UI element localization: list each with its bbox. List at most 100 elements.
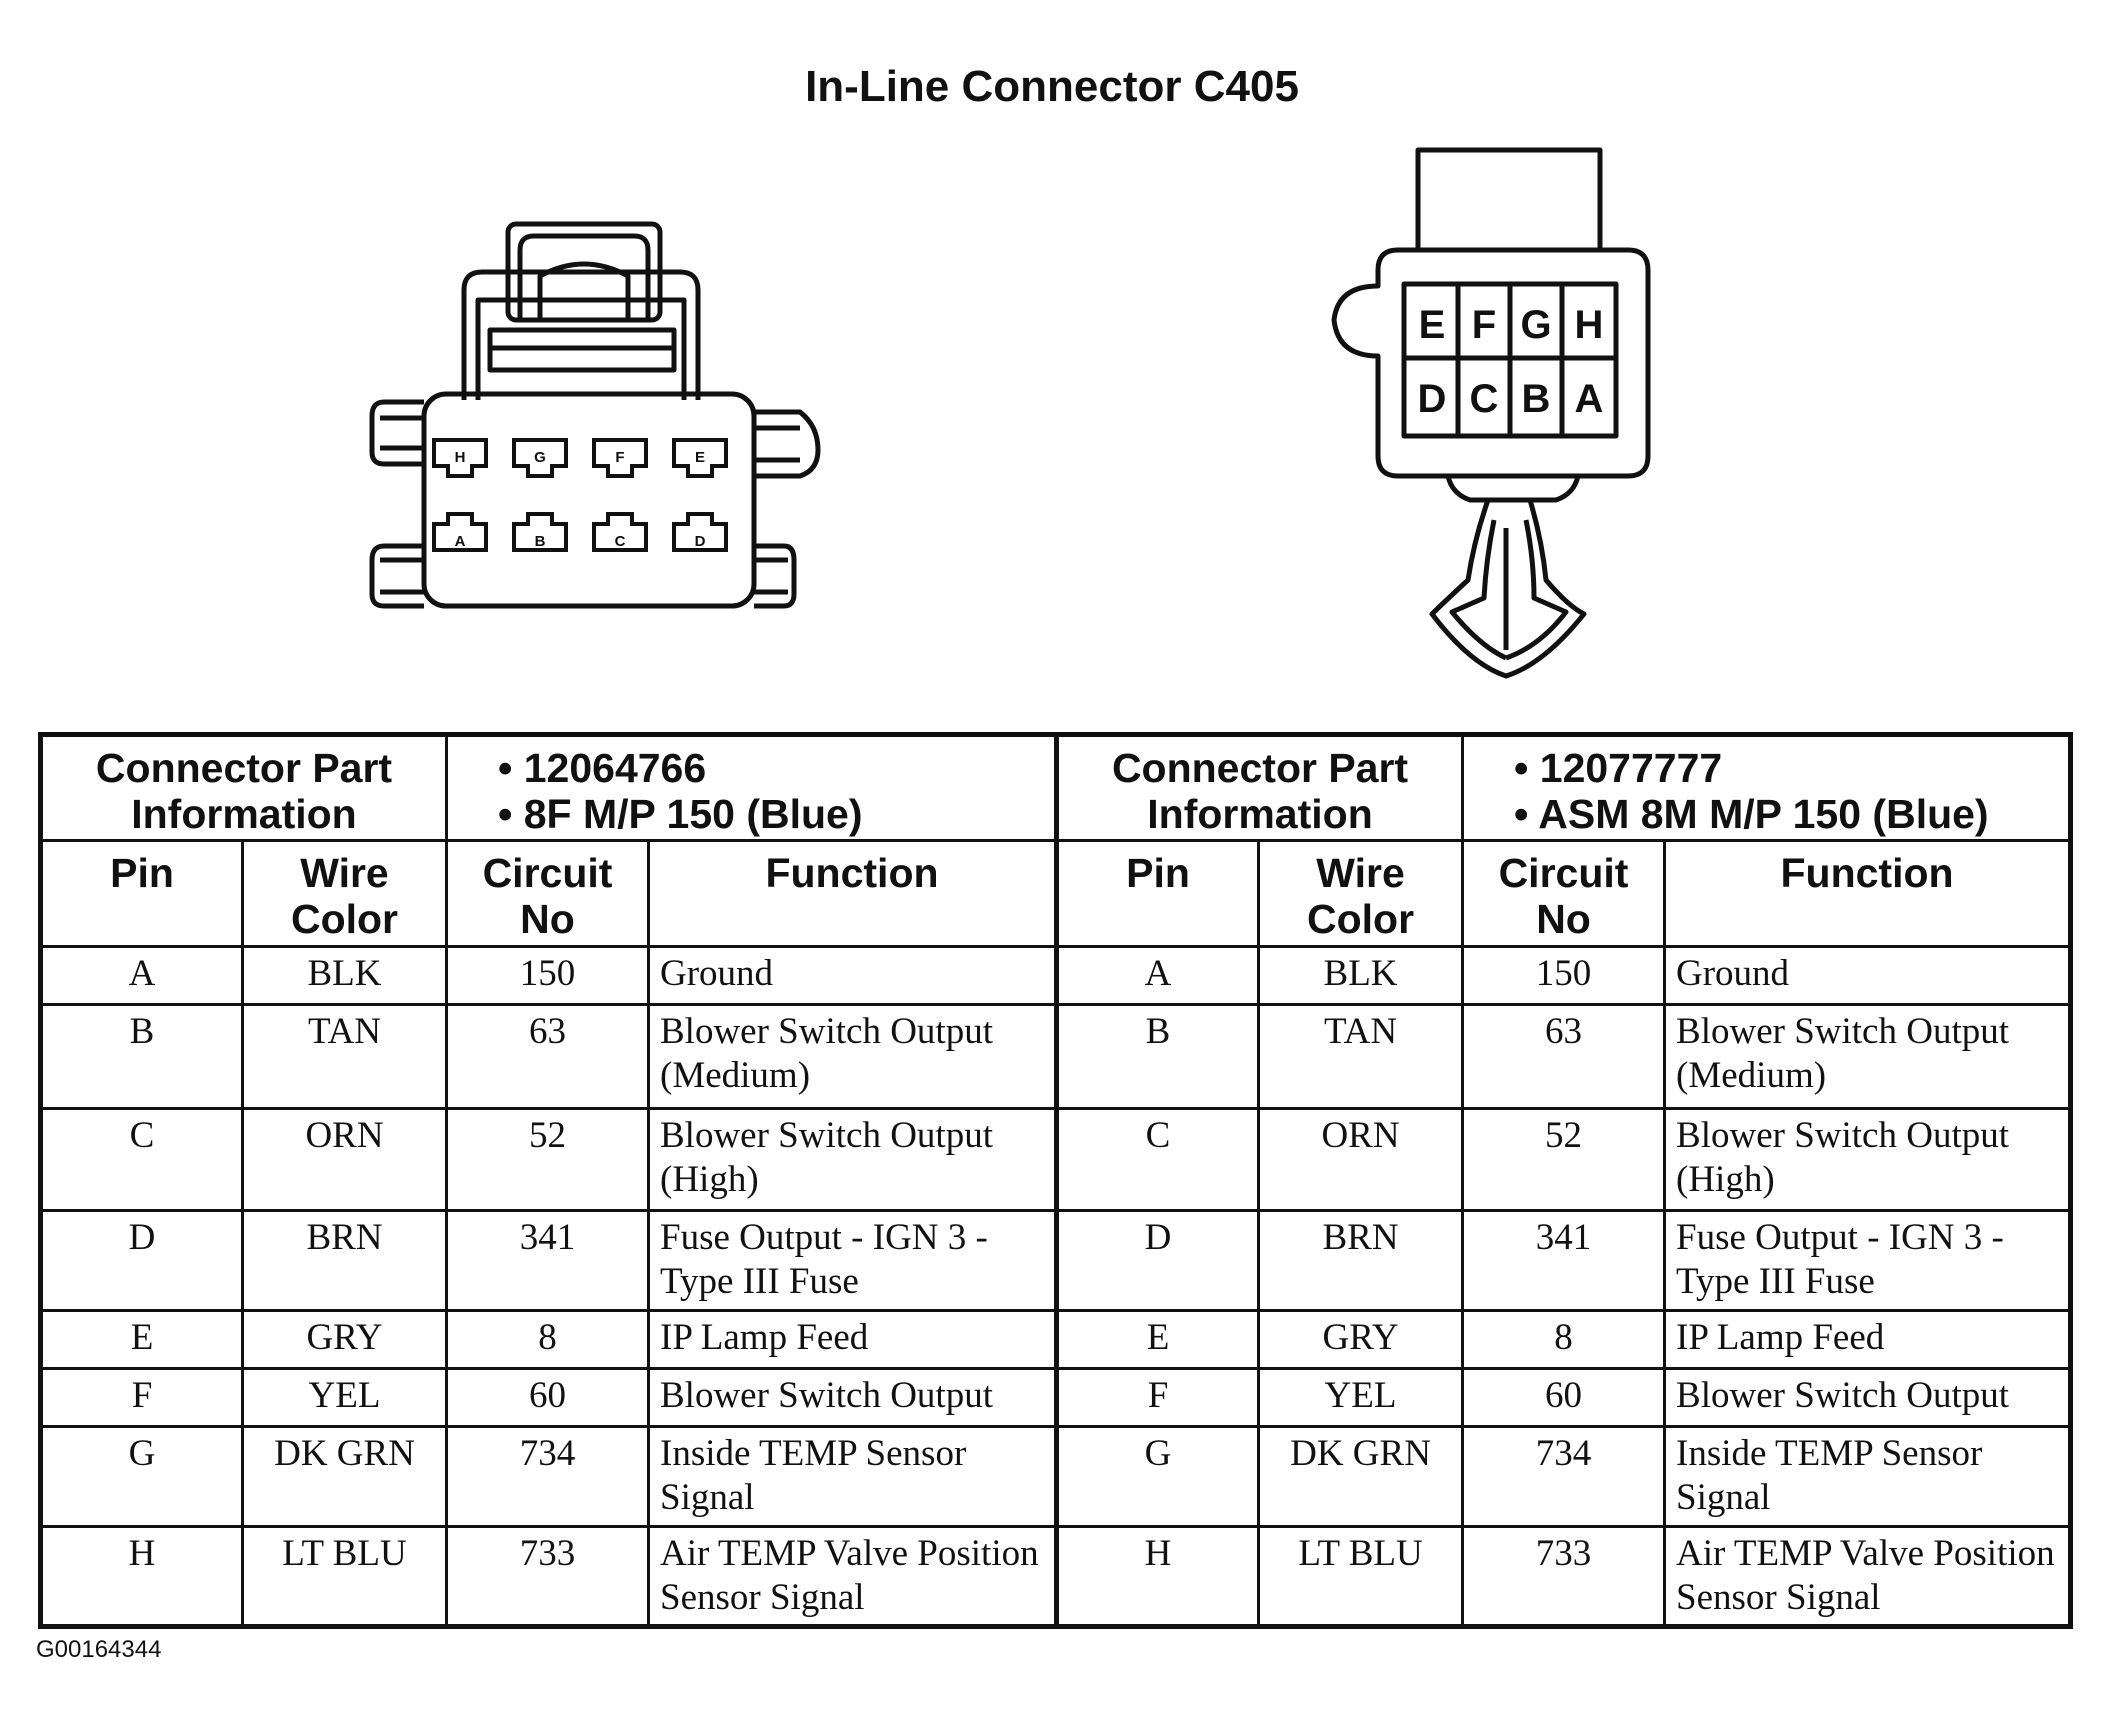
function-cell: Inside TEMP Sensor Signal	[1663, 1425, 2073, 1528]
circuit-cell: 63	[445, 1003, 650, 1110]
wire-color-cell: GRY	[1257, 1309, 1465, 1370]
female-pin-label: C	[615, 533, 626, 550]
figure-id: G00164344	[36, 1636, 162, 1663]
circuit-cell: 52	[1461, 1107, 1667, 1212]
wire-color-cell: ORN	[1257, 1107, 1465, 1212]
wire-color-cell: YEL	[1257, 1367, 1465, 1428]
table-row: D BRN 341 Fuse Output - IGN 3 - Type III…	[39, 1209, 2073, 1312]
male-pin-label: H	[1575, 303, 1604, 347]
wire-color-cell: DK GRN	[1257, 1425, 1465, 1528]
page-title: In-Line Connector C405	[805, 62, 1299, 111]
function-cell: Inside TEMP Sensor Signal	[646, 1425, 1060, 1528]
male-pin-label: D	[1418, 377, 1447, 421]
pin-cell: C	[1055, 1107, 1261, 1212]
col-header-function: Function	[646, 839, 1060, 948]
col-header-circuit: Circuit No	[445, 839, 650, 948]
wire-color-cell: DK GRN	[241, 1425, 448, 1528]
wire-color-cell: BLK	[241, 945, 448, 1006]
circuit-cell: 8	[1461, 1309, 1667, 1370]
male-pin-label: G	[1520, 303, 1551, 347]
male-pin-label: A	[1575, 377, 1604, 421]
circuit-cell: 150	[445, 945, 650, 1006]
wire-color-cell: TAN	[1257, 1003, 1465, 1110]
function-cell: Ground	[646, 945, 1060, 1006]
part-desc-left: • 8F M/P 150 (Blue)	[498, 791, 863, 837]
function-cell: IP Lamp Feed	[646, 1309, 1060, 1370]
function-cell: Ground	[1663, 945, 2073, 1006]
male-pin-label: E	[1419, 303, 1446, 347]
part-number-left: • 12064766	[498, 745, 707, 791]
pin-cell: D	[1055, 1209, 1261, 1312]
circuit-cell: 63	[1461, 1003, 1667, 1110]
part-desc-right: • ASM 8M M/P 150 (Blue)	[1514, 791, 1989, 837]
col-header-wire-color: Wire Color	[241, 839, 448, 948]
female-pin-label: E	[695, 449, 705, 466]
female-pin-label: D	[695, 533, 706, 550]
pin-cell: B	[39, 1003, 244, 1110]
female-connector-drawing	[369, 221, 821, 609]
function-cell: Air TEMP Valve Position Sensor Signal	[1663, 1525, 2073, 1628]
circuit-cell: 60	[1461, 1367, 1667, 1428]
male-pin-label: F	[1472, 303, 1496, 347]
male-connector-drawing	[1331, 147, 1651, 679]
table-row: A BLK 150 Ground A BLK 150 Ground	[39, 945, 2073, 1006]
column-header-row: Pin Wire Color Circuit No Function Pin W…	[39, 839, 2073, 948]
col-header-wire-color: Wire Color	[1257, 839, 1465, 948]
pin-cell: H	[1055, 1525, 1261, 1628]
function-cell: Fuse Output - IGN 3 - Type III Fuse	[646, 1209, 1060, 1312]
female-pin-label: B	[535, 533, 546, 550]
circuit-cell: 733	[445, 1525, 650, 1628]
pin-cell: H	[39, 1525, 244, 1628]
function-cell: Air TEMP Valve Position Sensor Signal	[646, 1525, 1060, 1628]
col-header-pin: Pin	[1055, 839, 1261, 948]
wire-color-cell: BRN	[1257, 1209, 1465, 1312]
circuit-cell: 150	[1461, 945, 1667, 1006]
female-pin-cavities	[432, 438, 728, 552]
table-row: F YEL 60 Blower Switch Output F YEL 60 B…	[39, 1367, 2073, 1428]
function-cell: Blower Switch Output (High)	[1663, 1107, 2073, 1212]
male-pin-label: C	[1470, 377, 1499, 421]
pin-cell: D	[39, 1209, 244, 1312]
wire-color-cell: YEL	[241, 1367, 448, 1428]
male-pin-label: B	[1522, 377, 1551, 421]
female-pin-label: F	[615, 449, 624, 466]
circuit-cell: 8	[445, 1309, 650, 1370]
function-cell: IP Lamp Feed	[1663, 1309, 2073, 1370]
circuit-cell: 60	[445, 1367, 650, 1428]
function-cell: Blower Switch Output	[646, 1367, 1060, 1428]
part-info-values-left: • 12064766 • 8F M/P 150 (Blue)	[444, 733, 1060, 842]
female-pin-label: H	[455, 449, 466, 466]
pin-cell: G	[39, 1425, 244, 1528]
function-cell: Blower Switch Output (Medium)	[646, 1003, 1060, 1110]
wire-color-cell: GRY	[241, 1309, 448, 1370]
part-info-values-right: • 12077777 • ASM 8M M/P 150 (Blue)	[1461, 733, 2073, 842]
pin-cell: A	[39, 945, 244, 1006]
pin-cell: A	[1055, 945, 1261, 1006]
circuit-cell: 734	[445, 1425, 650, 1528]
wire-color-cell: TAN	[241, 1003, 448, 1110]
col-header-pin: Pin	[39, 839, 244, 948]
circuit-cell: 52	[445, 1107, 650, 1212]
pin-cell: F	[1055, 1367, 1261, 1428]
col-header-function: Function	[1663, 839, 2073, 948]
circuit-cell: 341	[1461, 1209, 1667, 1312]
connector-diagrams: H G F E A B C D E F G H D C B A	[0, 0, 2104, 725]
pin-cell: F	[39, 1367, 244, 1428]
circuit-cell: 733	[1461, 1525, 1667, 1628]
pin-cell: E	[39, 1309, 244, 1370]
female-pin-label: G	[534, 449, 546, 466]
part-info-label-right: Connector Part Information	[1055, 733, 1465, 842]
circuit-cell: 734	[1461, 1425, 1667, 1528]
table-row: E GRY 8 IP Lamp Feed E GRY 8 IP Lamp Fee…	[39, 1309, 2073, 1370]
function-cell: Blower Switch Output (Medium)	[1663, 1003, 2073, 1110]
pin-cell: E	[1055, 1309, 1261, 1370]
pinout-table: Connector Part Information • 12064766 • …	[38, 732, 2074, 1629]
wire-color-cell: BLK	[1257, 945, 1465, 1006]
part-info-label-left: Connector Part Information	[39, 733, 448, 842]
part-info-row: Connector Part Information • 12064766 • …	[39, 733, 2073, 842]
table-row: C ORN 52 Blower Switch Output (High) C O…	[39, 1107, 2073, 1212]
table-row: B TAN 63 Blower Switch Output (Medium) B…	[39, 1003, 2073, 1110]
col-header-circuit: Circuit No	[1461, 839, 1667, 948]
function-cell: Blower Switch Output	[1663, 1367, 2073, 1428]
wire-color-cell: LT BLU	[241, 1525, 448, 1628]
